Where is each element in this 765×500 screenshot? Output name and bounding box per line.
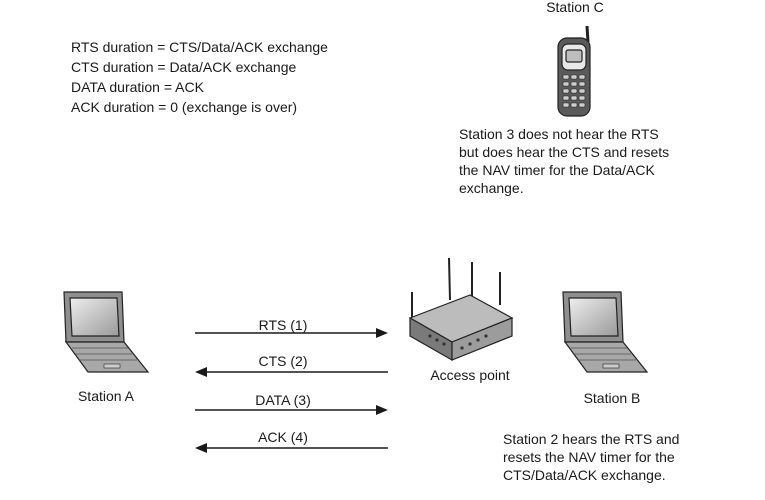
station-a-label: Station A <box>77 388 135 404</box>
duration-rts: RTS duration = CTS/Data/ACK exchange <box>71 39 328 55</box>
cts-arrow <box>195 367 388 377</box>
frame-label-rts: RTS (1) <box>258 317 308 333</box>
station-b-laptop-icon <box>562 291 649 373</box>
duration-ack: ACK duration = 0 (exchange is over) <box>71 99 298 115</box>
duration-data: DATA duration = ACK <box>71 79 204 95</box>
station-c-label: Station C <box>546 0 604 15</box>
station-c-phone-icon <box>557 25 591 117</box>
duration-cts: CTS duration = Data/ACK exchange <box>71 59 297 75</box>
frame-label-ack: ACK (4) <box>258 429 308 445</box>
data-arrow <box>195 405 388 415</box>
station-c-note: Station 3 does not hear the RTS but does… <box>459 126 670 196</box>
frame-label-data: DATA (3) <box>255 392 311 408</box>
rts-arrow <box>195 328 388 338</box>
ack-arrow <box>195 443 388 453</box>
access-point-label: Access point <box>430 367 510 383</box>
station-b-note: Station 2 hears the RTS and resets the N… <box>503 431 680 483</box>
station-a-laptop-icon <box>63 291 150 373</box>
station-b-label: Station B <box>583 390 641 406</box>
access-point-icon <box>408 257 514 362</box>
frame-label-cts: CTS (2) <box>258 353 308 369</box>
